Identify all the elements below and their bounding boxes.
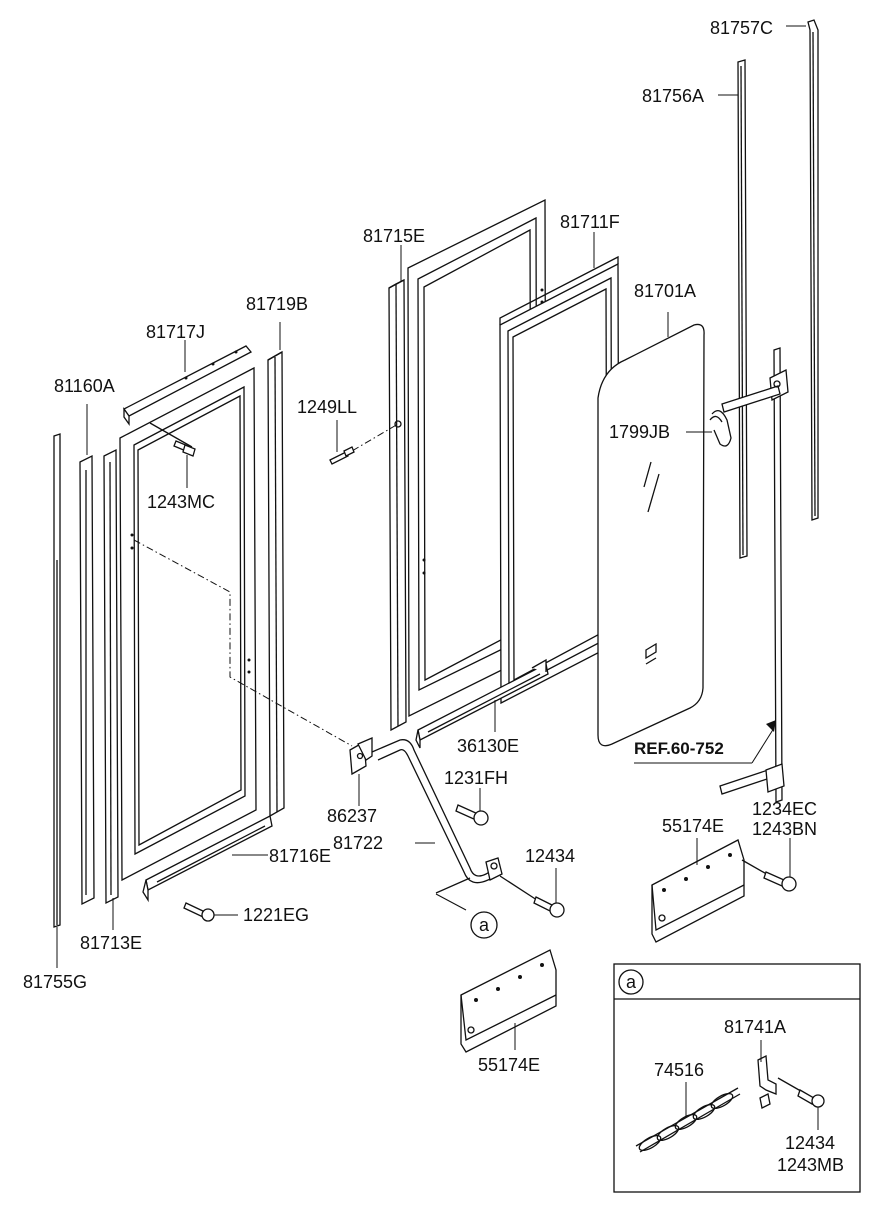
strip-81755g: [53, 433, 61, 968]
bolt-1231fh: [455, 788, 489, 826]
label-81719b: 81719B: [246, 294, 308, 314]
label-1243bn: 1243BN: [752, 819, 817, 839]
left-door-frame: [119, 366, 257, 882]
bracket-86237: [349, 737, 373, 806]
plate-55174e-bottom: [460, 949, 557, 1053]
post-81715e: [388, 245, 407, 732]
strip-81160a: [79, 404, 95, 906]
label-12434: 12434: [525, 846, 575, 866]
callout-a: a: [470, 911, 498, 939]
bolt-12434-detail: [777, 1077, 825, 1130]
plate-55174e-right: [651, 838, 745, 943]
label-ref-60-752: REF.60-752: [634, 739, 724, 758]
clip-1799jb: [686, 409, 732, 447]
detail-box: a: [613, 963, 861, 1193]
label-1234ec: 1234EC: [752, 799, 817, 819]
label-81756a: 81756A: [642, 86, 704, 106]
bolt-1221eg: [183, 902, 238, 922]
bolt-12434: [499, 868, 565, 918]
bottom-bracket-81716e: [142, 815, 273, 903]
glass-panel-81701a: [597, 312, 705, 747]
label-81755g: 81755G: [23, 972, 87, 992]
label-36130e: 36130E: [457, 736, 519, 756]
label-81701a: 81701A: [634, 281, 696, 301]
label-55174e-bottom: 55174E: [478, 1055, 540, 1075]
ref-arrow: [634, 720, 776, 764]
regulator-rod: [719, 347, 789, 803]
channel-81757c: [786, 19, 819, 521]
label-81717j: 81717J: [146, 322, 205, 342]
strip-81713e: [103, 448, 119, 930]
label-81713e: 81713E: [80, 933, 142, 953]
label-1799jb: 1799JB: [609, 422, 670, 442]
label-81722: 81722: [333, 833, 383, 853]
chain-74516: [635, 1082, 741, 1153]
label-1249ll: 1249LL: [297, 397, 357, 417]
screw-1249ll: [329, 420, 402, 465]
label-12434-detail: 12434: [785, 1133, 835, 1153]
label-81716e: 81716E: [269, 846, 331, 866]
label-1221eg: 1221EG: [243, 905, 309, 925]
channel-81756a: [718, 59, 748, 559]
label-81757c: 81757C: [710, 18, 773, 38]
label-81160a: 81160A: [54, 376, 115, 396]
label-55174e-right: 55174E: [662, 816, 724, 836]
detail-box-marker: a: [626, 972, 637, 992]
label-74516: 74516: [654, 1060, 704, 1080]
label-1243mc: 1243MC: [147, 492, 215, 512]
post-81719b: [267, 322, 285, 818]
label-1243mb: 1243MB: [777, 1155, 844, 1175]
bolt-1234ec: [741, 838, 797, 892]
labels: 81757C 81756A 81711F 81715E 81701A 81719…: [23, 18, 844, 1175]
label-81715e: 81715E: [363, 226, 425, 246]
label-86237: 86237: [327, 806, 377, 826]
screw-1243mc: [149, 422, 196, 488]
label-81711f: 81711F: [560, 212, 620, 232]
bottom-bracket-36130e: [415, 658, 549, 749]
label-81741a: 81741A: [724, 1017, 786, 1037]
rod-assembly-81722: [371, 739, 503, 911]
bracket-81741a: [757, 1040, 777, 1109]
callout-a-label: a: [479, 915, 490, 935]
label-1231fh: 1231FH: [444, 768, 508, 788]
guide-line: [133, 539, 353, 747]
header-bar-81717j: [123, 340, 253, 427]
